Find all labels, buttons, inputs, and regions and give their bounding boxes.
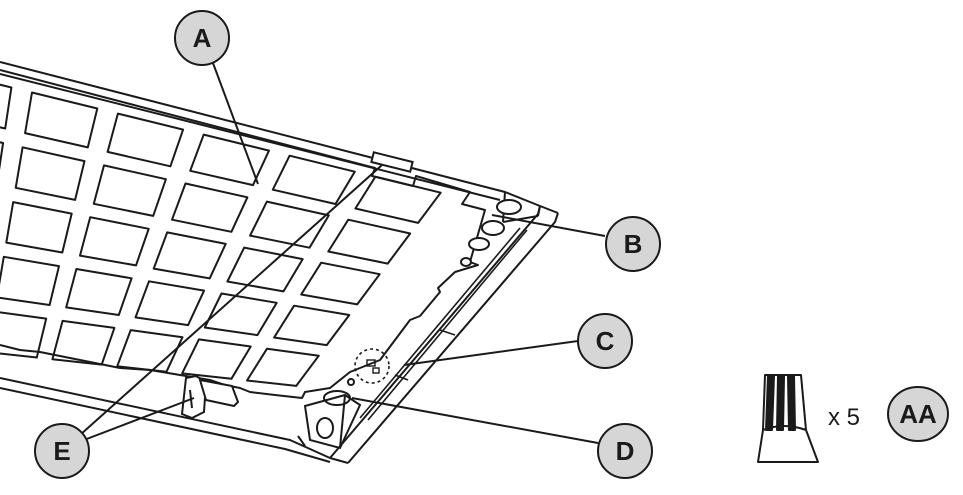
grid-window [92,164,167,217]
grid-outline [0,69,486,399]
grid-window [79,216,150,267]
part-code-aa: AA [887,386,949,442]
corner-block [303,393,362,450]
grid-window [152,231,227,280]
svg-text:B: B [624,229,643,259]
leader-lines [79,54,606,444]
dashed-detail-circle [354,348,390,384]
grid-window [249,200,330,249]
grid-window [189,133,270,187]
grid-window [327,218,412,265]
quantity-label: x 5 [828,404,860,431]
grid-window [0,255,60,306]
grid-window [203,292,278,337]
grid-window [181,338,252,380]
grid-window [116,329,184,373]
grid-window [171,182,249,233]
callout-b: B [605,216,661,272]
grid-window [354,175,442,224]
grid-window [300,261,381,306]
wire-nut-icon [757,374,819,463]
callout-e: E [34,423,90,479]
callout-c: C [577,313,633,369]
clip-part [180,151,414,420]
panel-grid [0,70,442,387]
grid-window [273,304,351,347]
svg-text:D: D [616,436,635,466]
svg-text:C: C [596,326,615,356]
grid-window [134,280,206,327]
grid-window [24,91,99,149]
grid-window [5,201,73,254]
grid-window [0,70,13,130]
callout-d: D [597,423,653,479]
grid-window [51,319,116,366]
side-rail [359,227,528,421]
svg-text:E: E [53,436,70,466]
svg-text:AA: AA [899,399,937,429]
grid-window [14,146,86,201]
grid-window [0,128,5,185]
grid-window [246,347,320,387]
connector-small [366,359,380,374]
callout-a: A [174,10,230,66]
grid-window [65,268,133,316]
grid-window [106,112,185,168]
grid-window [271,154,356,205]
panel-frame [0,61,559,464]
svg-text:A: A [193,23,212,53]
